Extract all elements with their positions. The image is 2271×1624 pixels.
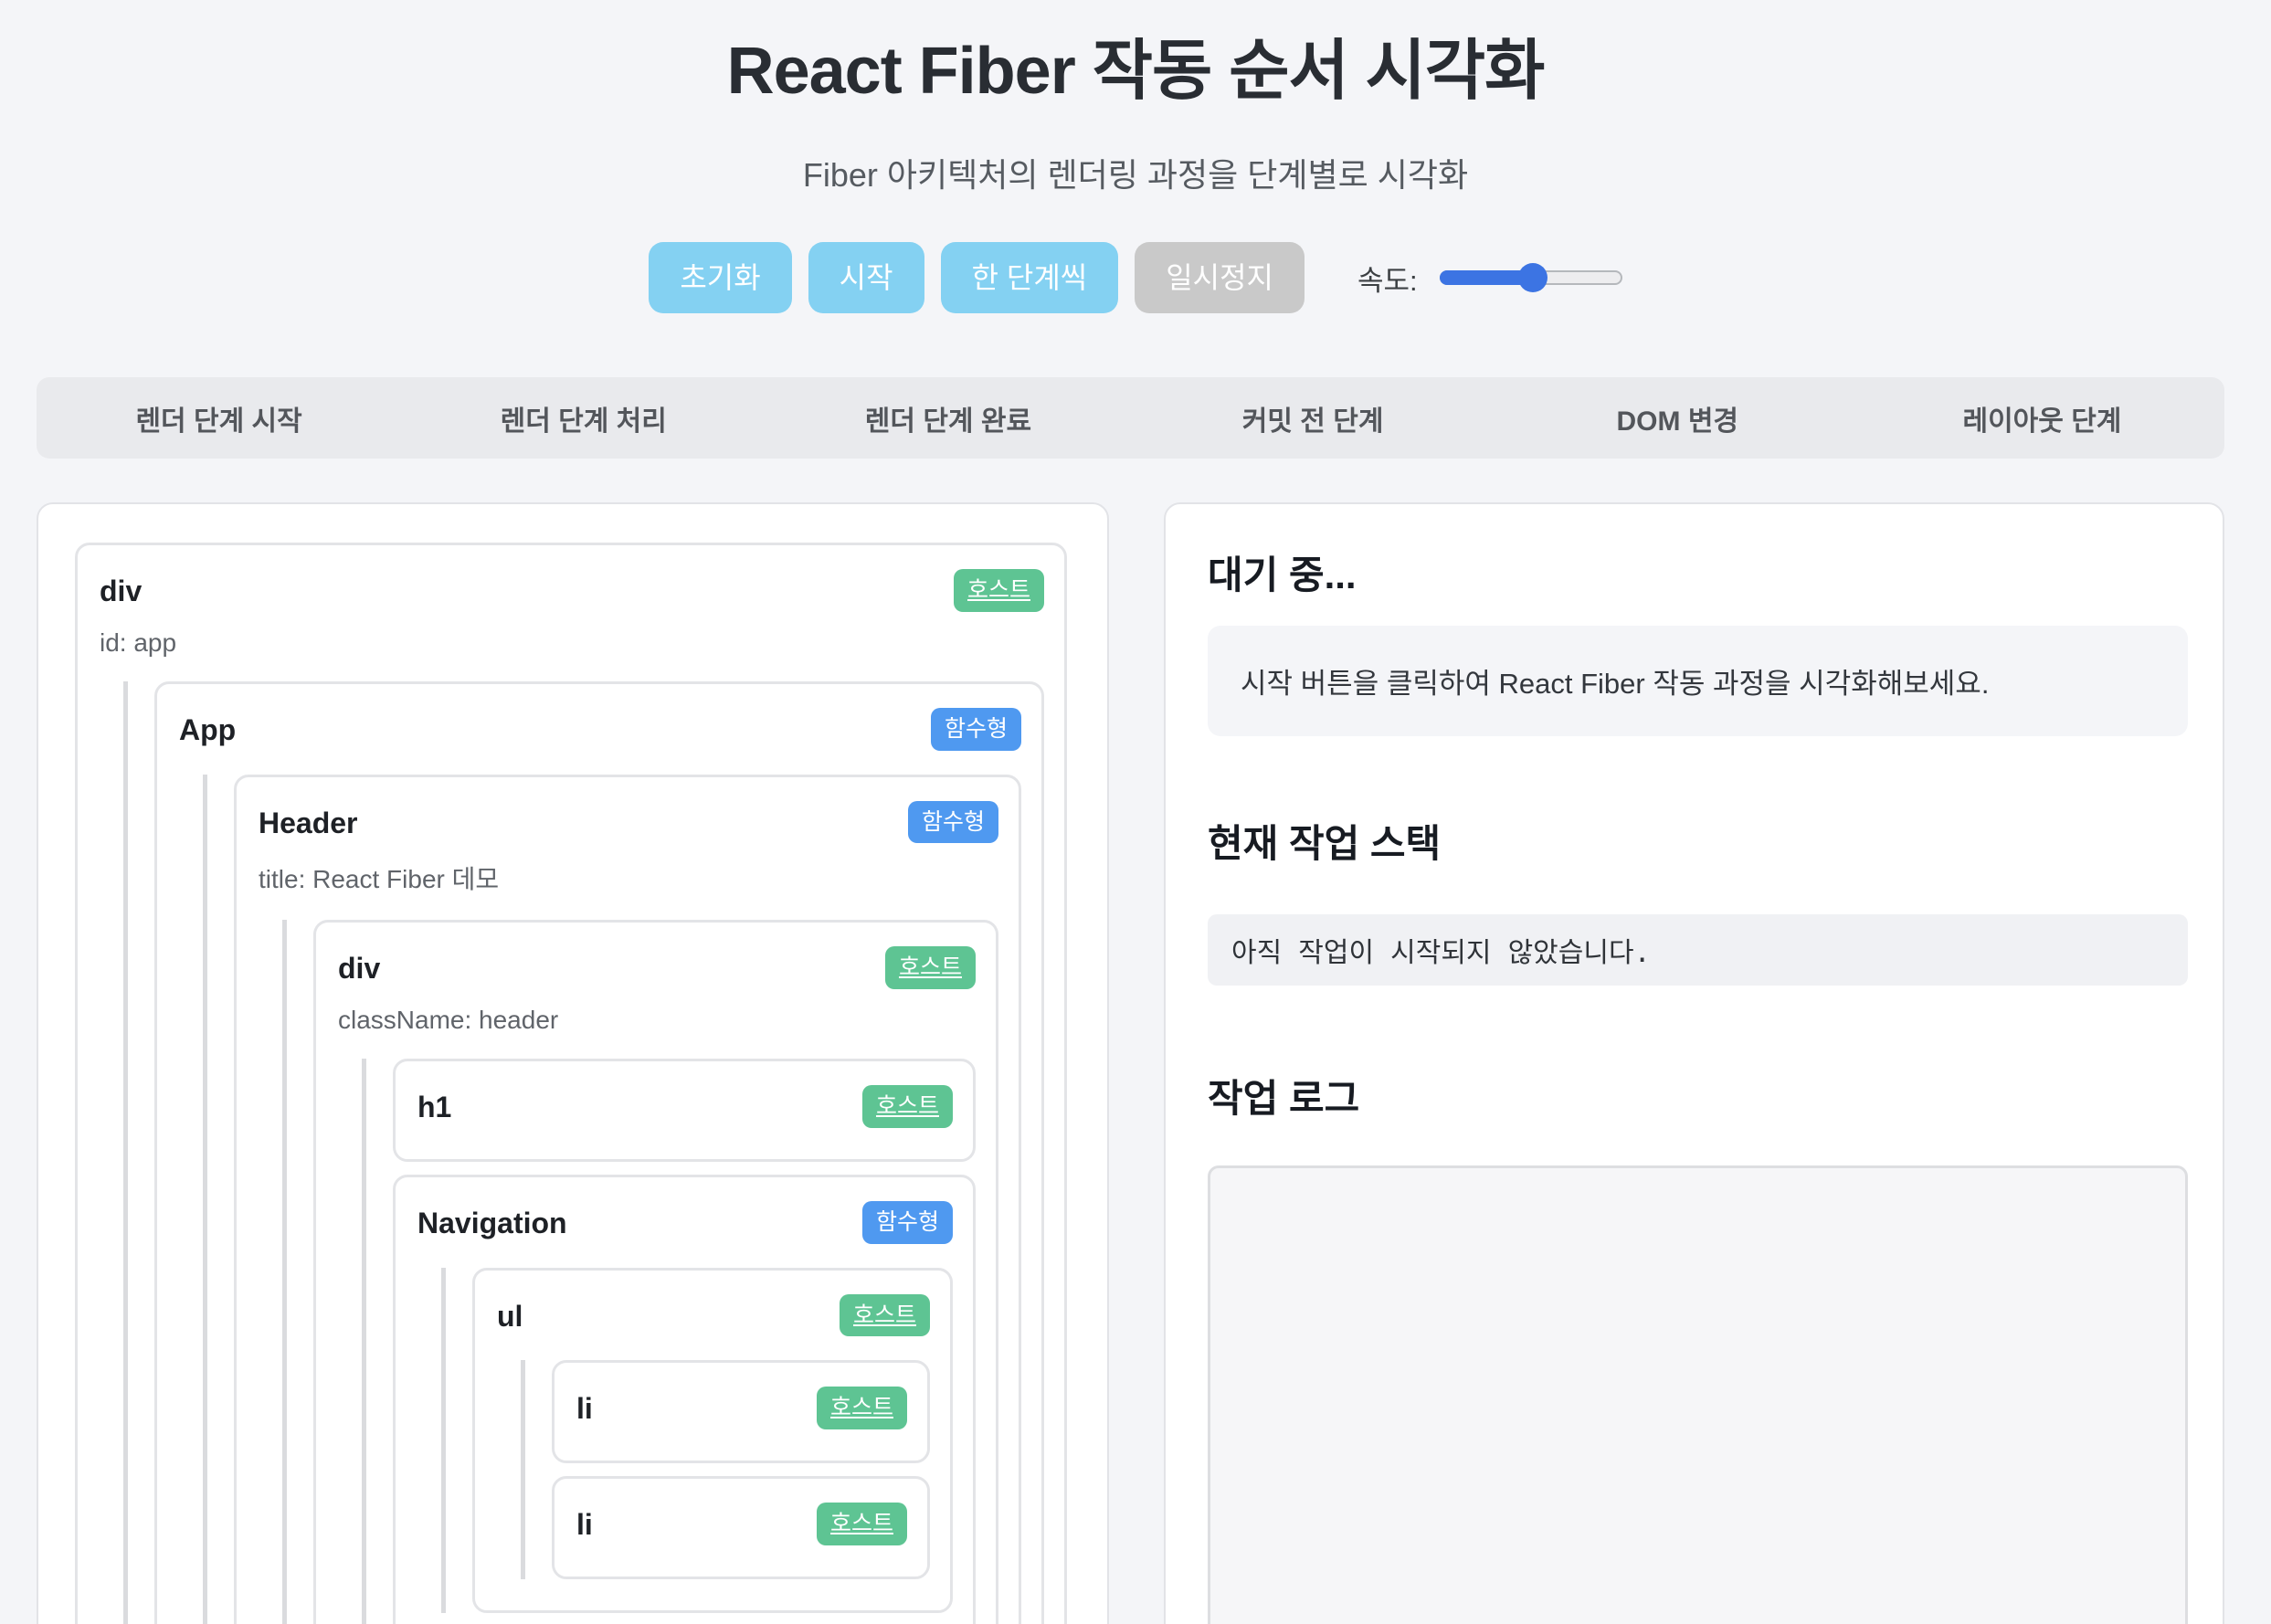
node-type-badge: 호스트 bbox=[953, 569, 1044, 612]
fiber-node-App: App 함수형 Header 함수형 title: React Fiber 데모 div 호… bbox=[154, 680, 1044, 1624]
work-stack-box: 아직 작업이 시작되지 않았습니다. bbox=[1208, 914, 2188, 986]
fiber-node-li: li 호스트 bbox=[552, 1360, 930, 1463]
fiber-node-div: div 호스트 className: header h1 호스트 Navigation 함수… bbox=[313, 920, 998, 1624]
controls-row: 초기화 시작 한 단계씩 일시정지 속도: bbox=[0, 242, 2271, 313]
node-props: title: React Fiber 데모 bbox=[259, 865, 500, 894]
status-message-box: 시작 버튼을 클릭하여 React Fiber 작동 과정을 시각화해보세요. bbox=[1208, 626, 2188, 736]
node-title: App bbox=[179, 712, 237, 746]
node-title: Navigation bbox=[417, 1206, 567, 1239]
node-header-row: li 호스트 bbox=[576, 1387, 907, 1429]
page-title: React Fiber 작동 순서 시각화 bbox=[726, 35, 1546, 108]
fiber-node-Navigation: Navigation 함수형 ul 호스트 li 호스트 li 호스트 bbox=[393, 1174, 976, 1624]
phase-item-render-start: 렌더 단계 시작 bbox=[135, 406, 302, 437]
node-header-row: App 함수형 bbox=[179, 707, 1021, 751]
node-type-badge: 호스트 bbox=[839, 1293, 930, 1337]
node-header-row: div 호스트 bbox=[338, 946, 976, 989]
work-log-title: 작업 로그 bbox=[1208, 1077, 1360, 1120]
page-subtitle: Fiber 아키텍처의 렌더링 과정을 단계별로 시각화 bbox=[802, 156, 1469, 194]
node-children: ul 호스트 li 호스트 li 호스트 bbox=[441, 1267, 953, 1613]
node-children: App 함수형 Header 함수형 title: React Fiber 데모 div 호… bbox=[123, 680, 1044, 1624]
node-type-badge: 함수형 bbox=[861, 1200, 953, 1244]
info-panel: 대기 중... 시작 버튼을 클릭하여 React Fiber 작동 과정을 시… bbox=[1164, 502, 2224, 1624]
status-message: 시작 버튼을 클릭하여 React Fiber 작동 과정을 시각화해보세요. bbox=[1241, 668, 1990, 700]
node-type-badge: 함수형 bbox=[930, 707, 1021, 751]
phase-item-dom-mutation: DOM 변경 bbox=[1616, 406, 1739, 437]
node-header-row: Navigation 함수형 bbox=[417, 1200, 953, 1244]
node-header-row: div 호스트 bbox=[100, 569, 1044, 612]
node-header-row: h1 호스트 bbox=[417, 1085, 953, 1128]
node-children: Header 함수형 title: React Fiber 데모 div 호스트 clas… bbox=[203, 774, 1021, 1624]
node-type-badge: 호스트 bbox=[861, 1085, 953, 1128]
phase-item-before-commit: 커밋 전 단계 bbox=[1241, 406, 1384, 437]
speed-label: 속도: bbox=[1357, 264, 1418, 297]
node-title: div bbox=[100, 575, 143, 607]
step-button[interactable]: 한 단계씩 bbox=[940, 242, 1119, 313]
speed-slider[interactable] bbox=[1439, 263, 1622, 292]
reset-button[interactable]: 초기화 bbox=[649, 242, 792, 313]
speed-slider-thumb[interactable] bbox=[1517, 263, 1547, 292]
node-type-badge: 호스트 bbox=[816, 1387, 907, 1429]
node-props: id: app bbox=[100, 627, 177, 657]
node-type-badge: 호스트 bbox=[816, 1503, 907, 1545]
node-header-row: ul 호스트 bbox=[497, 1293, 930, 1337]
node-header-row: Header 함수형 bbox=[259, 800, 998, 844]
start-button[interactable]: 시작 bbox=[808, 242, 924, 313]
phase-item-render-complete: 렌더 단계 완료 bbox=[864, 406, 1032, 437]
node-title: h1 bbox=[417, 1091, 452, 1123]
node-title: Header bbox=[259, 806, 358, 839]
node-props: className: header bbox=[338, 1006, 559, 1034]
node-title: li bbox=[576, 1508, 593, 1541]
node-title: li bbox=[576, 1392, 593, 1426]
node-children: div 호스트 className: header h1 호스트 Navigation 함수… bbox=[282, 920, 998, 1624]
node-title: ul bbox=[497, 1299, 523, 1333]
work-log-box bbox=[1208, 1165, 2188, 1624]
work-stack-empty-text: 아직 작업이 시작되지 않았습니다. bbox=[1231, 937, 1651, 969]
node-type-badge: 호스트 bbox=[884, 946, 976, 989]
phase-bar: 렌더 단계 시작 렌더 단계 처리 렌더 단계 완료 커밋 전 단계 DOM 변… bbox=[37, 377, 2224, 459]
fiber-node-ul: ul 호스트 li 호스트 li 호스트 bbox=[472, 1267, 953, 1613]
speed-group: 속도: bbox=[1357, 258, 1622, 299]
work-stack-title: 현재 작업 스택 bbox=[1208, 822, 1442, 865]
node-title: div bbox=[338, 952, 381, 986]
status-title: 대기 중... bbox=[1208, 554, 1357, 596]
phase-item-render-process: 렌더 단계 처리 bbox=[500, 406, 667, 437]
pause-button[interactable]: 일시정지 bbox=[1135, 242, 1305, 313]
phase-item-layout: 레이아웃 단계 bbox=[1962, 406, 2122, 437]
node-children: li 호스트 li 호스트 bbox=[521, 1360, 930, 1579]
fiber-node-li: li 호스트 bbox=[552, 1476, 930, 1579]
node-header-row: li 호스트 bbox=[576, 1503, 907, 1545]
fiber-node-Header: Header 함수형 title: React Fiber 데모 div 호스트 clas… bbox=[234, 774, 1021, 1624]
speed-slider-fill bbox=[1439, 270, 1531, 285]
fiber-node-h1: h1 호스트 bbox=[393, 1059, 976, 1162]
node-type-badge: 함수형 bbox=[907, 800, 998, 844]
